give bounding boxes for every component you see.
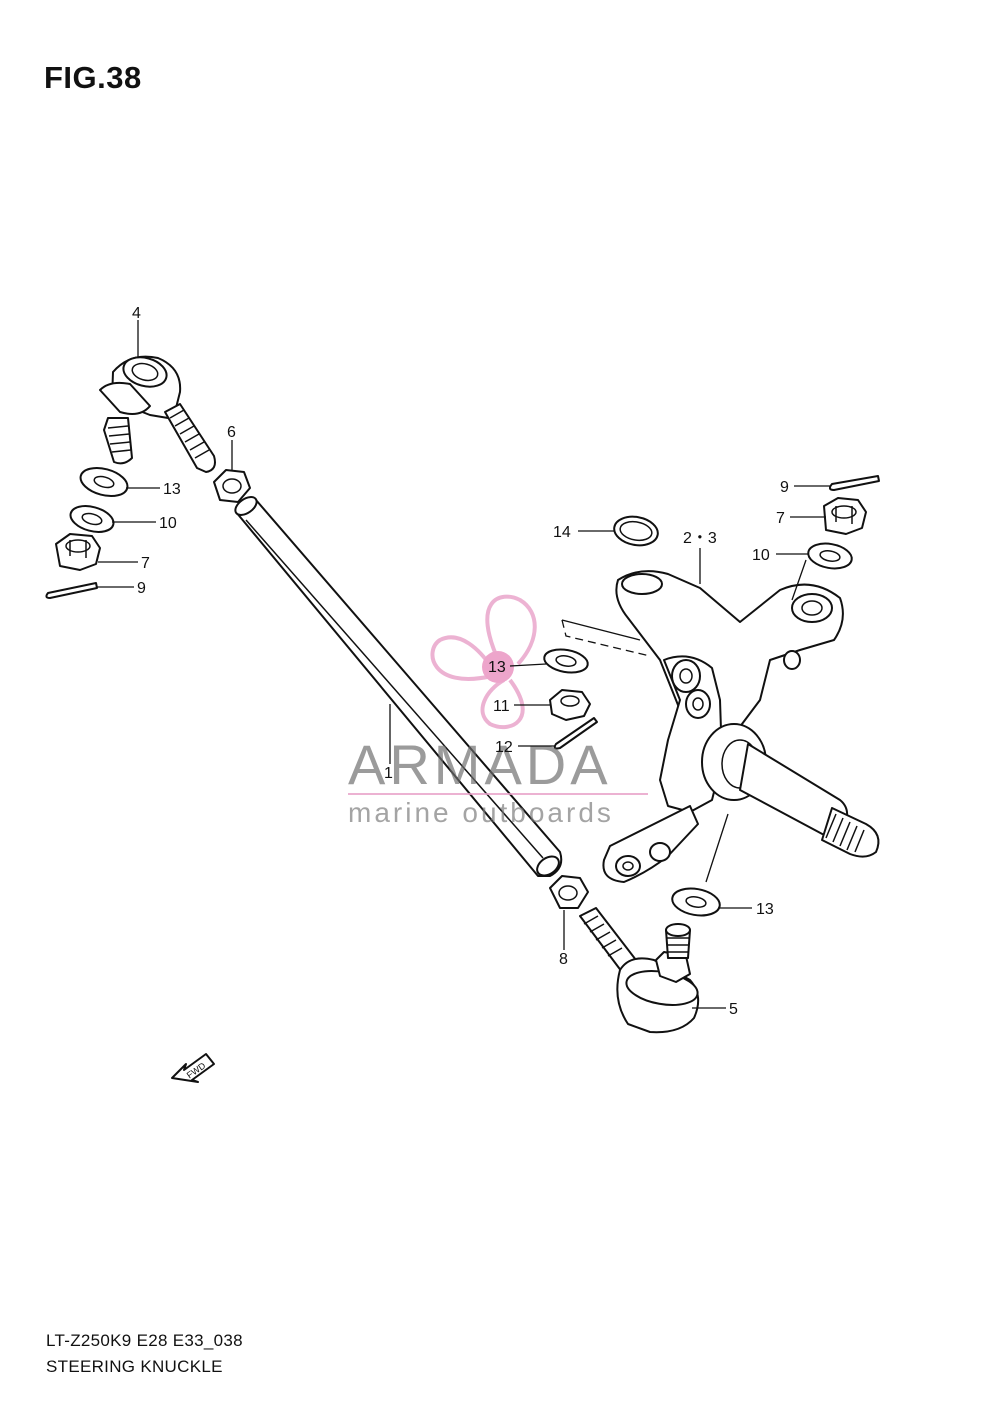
svg-text:5: 5 bbox=[729, 1001, 738, 1018]
svg-text:4: 4 bbox=[132, 305, 141, 322]
callout-2-3: 2・3 bbox=[683, 530, 717, 584]
washer-13-center bbox=[543, 648, 589, 674]
svg-text:13: 13 bbox=[756, 901, 774, 918]
callout-14: 14 bbox=[553, 524, 614, 541]
washer-13-left bbox=[79, 466, 129, 498]
callout-10-right: 10 bbox=[752, 547, 808, 564]
steering-knuckle bbox=[561, 570, 880, 883]
nut-11 bbox=[549, 689, 591, 721]
callout-9-right: 9 bbox=[780, 479, 830, 496]
svg-text:11: 11 bbox=[493, 698, 510, 715]
callout-13-center: 13 bbox=[488, 659, 547, 676]
svg-text:14: 14 bbox=[553, 524, 571, 541]
snap-ring-14 bbox=[613, 515, 659, 547]
callout-10-left: 10 bbox=[112, 515, 177, 532]
nut-6 bbox=[213, 469, 251, 503]
callout-13-lower: 13 bbox=[718, 901, 774, 918]
figure-name: STEERING KNUCKLE bbox=[46, 1357, 223, 1376]
svg-text:7: 7 bbox=[776, 510, 785, 527]
callout-4: 4 bbox=[132, 305, 141, 358]
svg-text:9: 9 bbox=[137, 580, 146, 597]
svg-text:13: 13 bbox=[488, 659, 506, 676]
callout-7-right: 7 bbox=[776, 510, 826, 527]
model-code: LT-Z250K9 E28 E33_038 bbox=[46, 1331, 243, 1350]
callout-11: 11 bbox=[493, 698, 550, 715]
watermark: ARMADA marine outboards bbox=[348, 594, 648, 828]
cotter-pin-9-left bbox=[45, 582, 98, 599]
washer-10-left bbox=[69, 505, 115, 533]
tie-rod-end-right bbox=[579, 907, 700, 1034]
cotter-pin-9-right bbox=[828, 475, 880, 491]
svg-text:2・3: 2・3 bbox=[683, 530, 717, 547]
callouts: 4 6 13 10 7 9 1 14 bbox=[96, 305, 830, 1018]
watermark-brand: ARMADA bbox=[348, 733, 612, 796]
castle-nut-7-right bbox=[823, 497, 867, 535]
svg-text:1: 1 bbox=[384, 765, 393, 782]
svg-text:13: 13 bbox=[163, 481, 181, 498]
svg-text:8: 8 bbox=[559, 951, 568, 968]
castle-nut-7-left bbox=[55, 533, 101, 571]
tie-rod-end-left bbox=[99, 355, 216, 473]
svg-text:10: 10 bbox=[752, 547, 770, 564]
svg-text:9: 9 bbox=[780, 479, 789, 496]
callout-12: 12 bbox=[495, 739, 556, 756]
washer-10-right bbox=[807, 542, 853, 570]
propeller-logo-icon bbox=[430, 594, 537, 730]
washer-13-lower bbox=[671, 887, 721, 917]
callout-13-left: 13 bbox=[126, 481, 181, 498]
callout-5: 5 bbox=[692, 1001, 738, 1018]
fwd-arrow-icon: FWD bbox=[171, 1053, 215, 1083]
callout-1: 1 bbox=[384, 704, 393, 782]
tie-rod bbox=[234, 496, 563, 877]
watermark-tagline: marine outboards bbox=[348, 797, 614, 828]
nut-8 bbox=[549, 875, 589, 909]
svg-text:6: 6 bbox=[227, 424, 236, 441]
svg-text:12: 12 bbox=[495, 739, 513, 756]
svg-text:10: 10 bbox=[159, 515, 177, 532]
callout-9-left: 9 bbox=[96, 580, 146, 597]
callout-8: 8 bbox=[559, 910, 568, 968]
svg-text:7: 7 bbox=[141, 555, 150, 572]
callout-7-left: 7 bbox=[98, 555, 150, 572]
figure-title: FIG.38 bbox=[44, 60, 142, 95]
callout-6: 6 bbox=[227, 424, 236, 470]
